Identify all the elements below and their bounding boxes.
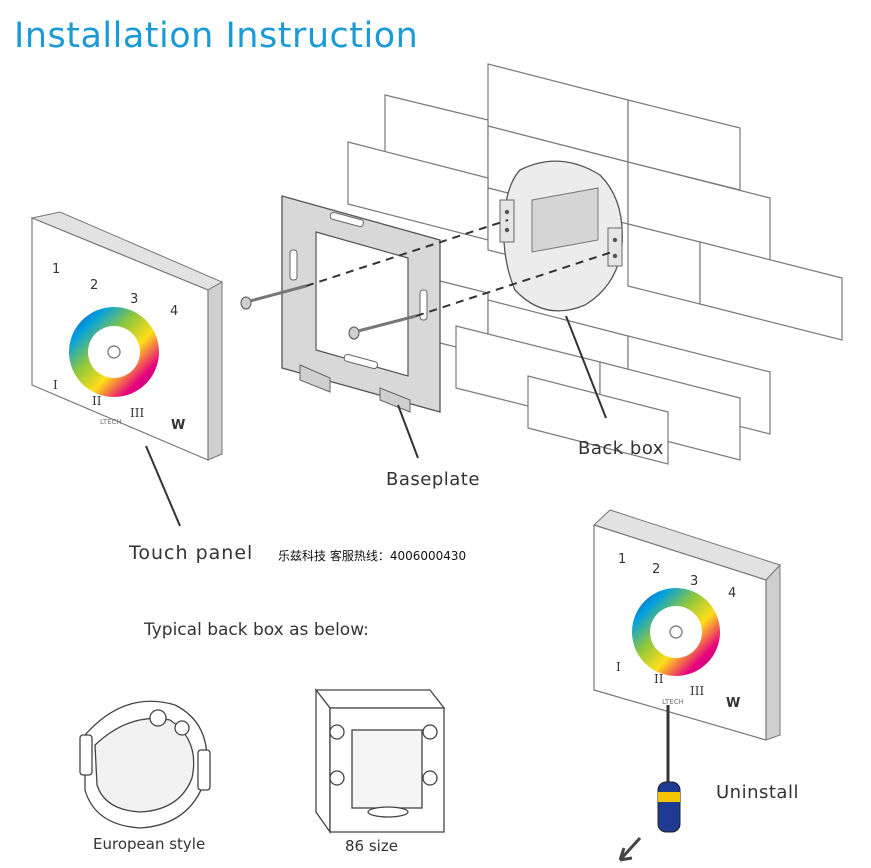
mode-w-label: W — [171, 418, 186, 433]
baseplate-illustration — [281, 195, 441, 413]
back-box-label: Back box — [578, 438, 664, 459]
86-size-label: 86 size — [345, 837, 398, 855]
screw-upper — [240, 284, 307, 310]
back-box-illustration — [499, 160, 623, 312]
screwdriver-icon — [618, 705, 681, 862]
european-style-label: European style — [93, 835, 206, 853]
leader-lines — [145, 315, 607, 527]
zone-3-label: 3 — [690, 574, 699, 589]
zone-1-label: 1 — [618, 552, 627, 567]
touch-panel-illustration — [30, 211, 224, 461]
mode-3-label: III — [130, 406, 145, 420]
86-size-box-illustration — [314, 688, 446, 835]
touch-panel-label: Touch panel — [129, 542, 254, 564]
alignment-lines — [305, 219, 613, 317]
brand-label: LTECH — [662, 698, 684, 706]
mode-w-label: W — [726, 696, 741, 711]
zone-2-label: 2 — [652, 562, 661, 577]
zone-1-label: 1 — [52, 262, 61, 277]
mode-2-label: II — [654, 672, 664, 686]
screw-lower — [348, 314, 417, 340]
zone-4-label: 4 — [170, 304, 179, 319]
european-style-box-illustration — [79, 700, 211, 829]
page-title: Installation Instruction — [14, 16, 419, 56]
hotline-text: 乐兹科技 客服热线：4006000430 — [278, 549, 467, 563]
zone-4-label: 4 — [728, 586, 737, 601]
brand-label: LTECH — [100, 418, 122, 426]
mode-1-label: I — [616, 660, 621, 674]
mode-2-label: II — [92, 394, 102, 408]
zone-3-label: 3 — [130, 292, 139, 307]
uninstall-label: Uninstall — [716, 782, 799, 803]
zone-2-label: 2 — [90, 278, 99, 293]
mode-1-label: I — [53, 378, 58, 392]
baseplate-label: Baseplate — [386, 469, 480, 490]
mode-3-label: III — [690, 684, 705, 698]
touch-panel-uninstall-illustration — [593, 509, 781, 741]
typical-back-box-text: Typical back box as below: — [144, 620, 369, 640]
